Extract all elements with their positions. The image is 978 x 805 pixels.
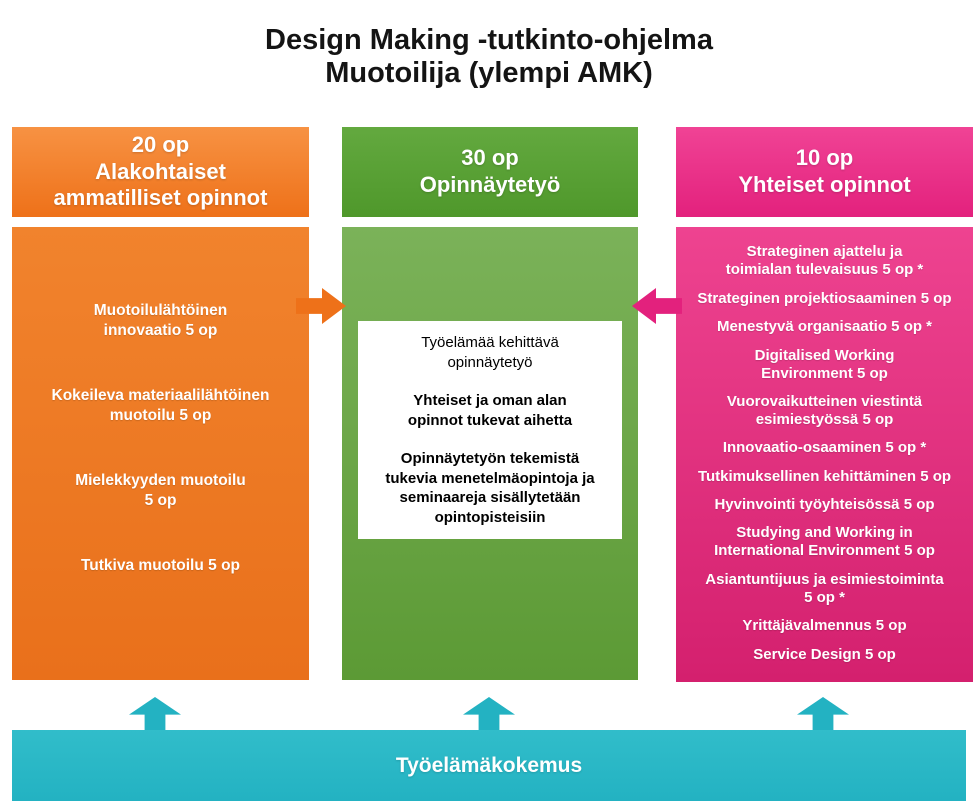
page-title: Design Making -tutkinto-ohjelma Muotoili… bbox=[0, 24, 978, 91]
arrow-up-icon bbox=[463, 697, 515, 731]
course-item: Hyvinvointi työyhteisössä 5 op bbox=[714, 496, 935, 513]
course-item: Studying and Working in International En… bbox=[714, 524, 935, 560]
course-item: Strateginen ajattelu ja toimialan tuleva… bbox=[725, 243, 924, 279]
course-item: Tutkiva muotoilu 5 op bbox=[80, 557, 241, 575]
course-item: Asiantuntijuus ja esimiestoiminta 5 op * bbox=[705, 570, 944, 606]
page-title-line2: Muotoilija (ylempi AMK) bbox=[325, 57, 653, 90]
column-header-opinnaytetyo: 30 op Opinnäytetyö bbox=[342, 127, 638, 217]
column-header-label: Alakohtaiset ammatilliset opinnot bbox=[53, 158, 268, 211]
arrow-up-icon bbox=[129, 697, 181, 731]
column-header-label: Yhteiset opinnot bbox=[738, 172, 911, 197]
course-item: Strateginen projektiosaaminen 5 op bbox=[697, 289, 952, 307]
course-item: Muotoilulähtöinen innovaatio 5 op bbox=[93, 302, 228, 339]
column-header-op: 30 op bbox=[461, 145, 519, 171]
course-item: Tutkimuksellinen kehittäminen 5 op bbox=[697, 467, 952, 485]
thesis-note-paragraph: Yhteiset ja oman alan opinnot tukevat ai… bbox=[407, 392, 573, 429]
work-experience-bar: Työelämäkokemus bbox=[12, 730, 966, 801]
arrow-left-icon bbox=[632, 288, 682, 324]
course-item: Innovaatio-osaaminen 5 op * bbox=[722, 439, 927, 457]
course-item: Mielekkyyden muotoilu 5 op bbox=[75, 472, 246, 509]
course-item: Yrittäjävalmennus 5 op bbox=[742, 617, 907, 635]
thesis-note-paragraph: Työelämää kehittävä opinnäytetyö bbox=[421, 334, 559, 371]
column-header-op: 10 op bbox=[795, 145, 854, 171]
column-body-yhteiset: Strateginen ajattelu ja toimialan tuleva… bbox=[676, 227, 973, 682]
thesis-note-box: Työelämää kehittävä opinnäytetyö Yhteise… bbox=[358, 321, 622, 539]
column-header-label: Opinnäytetyö bbox=[419, 172, 561, 197]
course-item: Digitalised Working Environment 5 op bbox=[754, 346, 895, 382]
column-header-op: 20 op bbox=[131, 131, 190, 157]
column-body-alakohtaiset: Muotoilulähtöinen innovaatio 5 op Kokeil… bbox=[12, 227, 309, 680]
column-header-yhteiset: 10 op Yhteiset opinnot bbox=[676, 127, 973, 217]
course-item: Vuorovaikutteinen viestintä esimiestyöss… bbox=[726, 392, 923, 428]
course-item: Service Design 5 op bbox=[753, 645, 896, 663]
arrow-up-icon bbox=[797, 697, 849, 731]
thesis-note-paragraph: Opinnäytetyön tekemistä tukevia menetelm… bbox=[385, 450, 595, 526]
course-item: Kokeileva materiaalilähtöinen muotoilu 5… bbox=[51, 387, 270, 424]
column-header-alakohtaiset: 20 op Alakohtaiset ammatilliset opinnot bbox=[12, 127, 309, 217]
work-experience-label: Työelämäkokemus bbox=[395, 753, 583, 777]
column-body-opinnaytetyo: Työelämää kehittävä opinnäytetyö Yhteise… bbox=[342, 227, 638, 680]
course-item: Menestyvä organisaatio 5 op * bbox=[716, 318, 933, 336]
page-title-line1: Design Making -tutkinto-ohjelma bbox=[265, 24, 713, 56]
